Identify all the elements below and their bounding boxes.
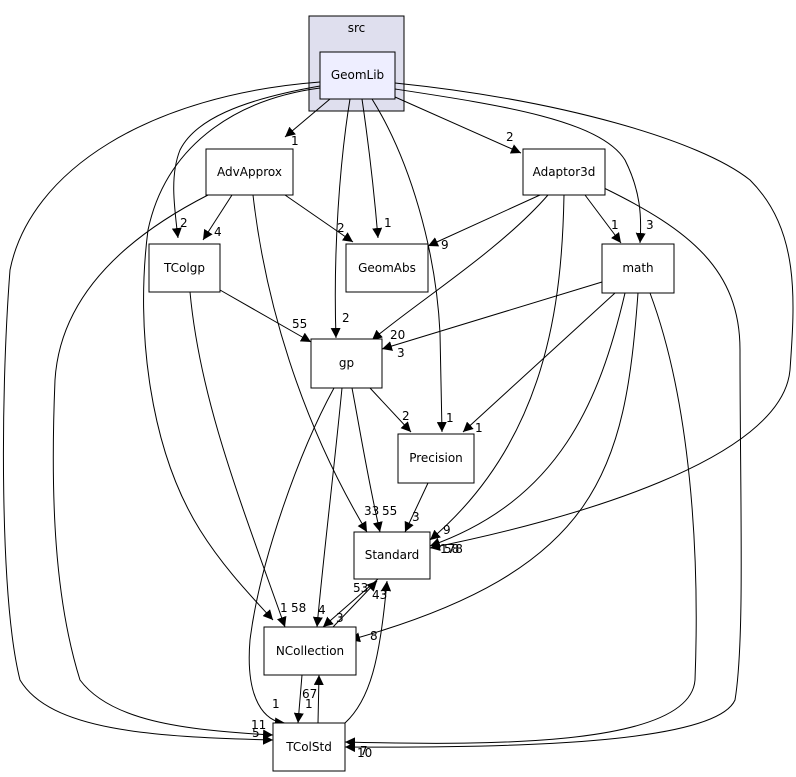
edges: 1 2 2 1 2 1 3 178 1 5 4 2 (2, 81, 794, 760)
edge-label-geomlib-tcolstd: 5 (252, 726, 260, 740)
edge-label-tcolgp-ncollection: 58 (291, 601, 306, 615)
edge-label-adaptor3d-standard: 9 (443, 523, 451, 537)
edge-tcolgp-ncollection[interactable] (189, 291, 287, 628)
edge-math-tcolstd[interactable] (344, 292, 697, 748)
edge-label-math-precision: 1 (475, 421, 483, 435)
edge-label-geomlib-math: 3 (646, 218, 654, 232)
edge-label-precision-standard: 3 (412, 510, 420, 524)
edge-advapprox-tcolgp[interactable] (202, 194, 233, 241)
edge-geomlib-math[interactable] (394, 88, 646, 244)
cluster-label: src (348, 21, 366, 35)
edge-label-advapprox-geomabs: 2 (337, 221, 345, 235)
edge-label-geomlib-tcolgp: 2 (180, 216, 188, 230)
edge-label-gp-standard: 55 (382, 504, 397, 518)
edge-geomlib-adaptor3d[interactable] (394, 96, 522, 154)
edge-geomlib-ncollection[interactable] (143, 87, 321, 621)
node-math[interactable]: math (601, 243, 675, 294)
edge-ncollection-standard[interactable] (332, 580, 378, 628)
edge-geomlib-tcolgp[interactable] (171, 85, 321, 239)
edge-geomlib-gp[interactable] (330, 98, 351, 339)
edge-precision-standard[interactable] (404, 482, 429, 533)
edge-gp-precision[interactable] (369, 387, 412, 433)
edge-label-ncollection-tcolstd: 1 (305, 697, 313, 711)
node-gp[interactable]: gp (310, 338, 383, 389)
edge-label-math-tcolstd: 7 (360, 744, 368, 758)
edge-label-geomlib-advapprox: 1 (291, 134, 299, 148)
edge-ncollection-tcolstd[interactable] (293, 674, 304, 724)
edge-label-adaptor3d-tcolstd: 10 (357, 746, 372, 760)
node-geomabs[interactable]: GeomAbs (345, 243, 429, 293)
edge-label-gp-tcolstd: 1 (272, 697, 280, 711)
edge-label-tcolgp-gp: 55 (292, 317, 307, 331)
edge-label-tcolstd-ncollection: 67 (302, 687, 317, 701)
edge-label-geomlib-gp: 2 (342, 311, 350, 325)
edge-label-geomlib-geomabs: 1 (384, 216, 392, 230)
node-label-standard: Standard (365, 548, 420, 562)
node-tcolstd[interactable]: TColStd (272, 722, 346, 772)
edge-adaptor3d-tcolstd[interactable] (344, 187, 742, 753)
edge-label-advapprox-tcolstd: 11 (251, 718, 266, 732)
edge-gp-ncollection[interactable] (312, 387, 343, 628)
edge-math-gp[interactable] (381, 281, 603, 351)
edge-adaptor3d-geomabs[interactable] (427, 194, 541, 247)
node-label-tcolstd: TColStd (285, 740, 332, 754)
edge-geomlib-standard[interactable] (394, 82, 794, 551)
edge-geomlib-precision[interactable] (371, 98, 447, 433)
edge-tcolgp-gp[interactable] (219, 289, 312, 343)
edge-gp-standard[interactable] (351, 387, 383, 533)
edge-label-adaptor3d-geomabs: 9 (441, 238, 449, 252)
edge-geomlib-geomabs[interactable] (361, 98, 383, 239)
edge-standard-ncollection[interactable] (322, 578, 379, 628)
node-label-geomabs: GeomAbs (358, 261, 416, 275)
node-adaptor3d[interactable]: Adaptor3d (522, 148, 606, 196)
edge-label-geomlib-adaptor3d: 2 (506, 130, 514, 144)
edge-label-advapprox-tcolgp: 4 (214, 225, 222, 239)
edge-math-ncollection[interactable] (349, 292, 639, 643)
edge-label-advapprox-standard: 33 (364, 504, 379, 518)
node-tcolgp[interactable]: TColgp (148, 243, 221, 293)
edge-label-gp-ncollection: 4 (318, 603, 326, 617)
edge-label-adaptor3d-math: 1 (611, 218, 619, 232)
node-label-adaptor3d: Adaptor3d (533, 165, 596, 179)
node-standard[interactable]: Standard (353, 531, 431, 580)
edge-label-geomlib-ncollection: 1 (280, 601, 288, 615)
edge-geomlib-advapprox[interactable] (284, 98, 331, 138)
edge-label-standard-ncollection: 3 (336, 611, 344, 625)
edge-tcolstd-standard[interactable] (344, 580, 392, 724)
edge-label-gp-precision: 2 (402, 409, 410, 423)
node-geomlib[interactable]: GeomLib (319, 51, 396, 100)
edge-label-math-standard: 58 (444, 542, 459, 556)
node-ncollection[interactable]: NCollection (263, 626, 357, 676)
node-label-advapprox: AdvApprox (217, 165, 282, 179)
edge-adaptor3d-math[interactable] (584, 194, 622, 244)
edge-math-standard[interactable] (429, 292, 626, 548)
edge-math-precision[interactable] (462, 292, 616, 433)
edge-adaptor3d-gp[interactable] (371, 194, 549, 341)
nodes: GeomLib AdvApprox Adaptor3d TColgp GeomA… (148, 51, 675, 772)
edge-label-ncollection-standard: 53 (353, 581, 368, 595)
edge-advapprox-geomabs[interactable] (284, 194, 354, 243)
edge-label-tcolstd-standard: 43 (372, 588, 387, 602)
edge-label-geomlib-precision: 1 (446, 411, 454, 425)
edge-geomlib-tcolstd[interactable] (2, 81, 321, 745)
node-label-tcolgp: TColgp (163, 261, 205, 275)
node-label-ncollection: NCollection (276, 644, 344, 658)
edge-tcolstd-ncollection[interactable] (313, 674, 324, 724)
node-label-geomlib: GeomLib (331, 68, 384, 82)
node-label-precision: Precision (409, 451, 463, 465)
node-label-math: math (622, 261, 653, 275)
edge-label-math-ncollection: 8 (370, 629, 378, 643)
edge-label-adaptor3d-gp: 20 (390, 328, 405, 342)
edge-gp-tcolstd[interactable] (248, 387, 335, 728)
node-advapprox[interactable]: AdvApprox (205, 148, 294, 196)
edge-adaptor3d-standard[interactable] (429, 194, 565, 541)
node-precision[interactable]: Precision (397, 433, 475, 484)
edge-label-math-gp: 3 (397, 346, 405, 360)
node-label-gp: gp (339, 356, 354, 370)
edge-advapprox-standard[interactable] (252, 194, 368, 533)
edge-advapprox-tcolstd[interactable] (52, 194, 274, 740)
edge-label-geomlib-standard: 178 (440, 542, 463, 556)
